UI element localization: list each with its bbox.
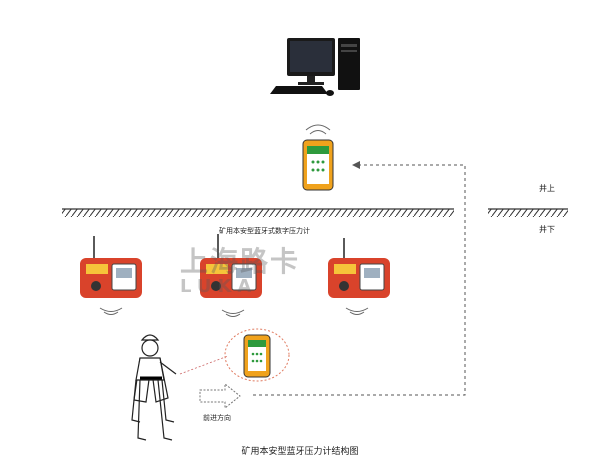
pressure-gauge-icon: [200, 234, 262, 317]
ground-line-left: [62, 208, 454, 217]
watermark-line-2: LUKA: [180, 276, 258, 297]
desktop-computer-icon: [270, 38, 360, 96]
direction-arrow-icon: [199, 382, 241, 410]
diagram-caption: 矿用本安型蓝牙压力计结构图: [241, 447, 359, 457]
arrow-head-up: [352, 161, 360, 169]
label-below-ground: 井下: [539, 225, 555, 234]
ground-line-right: [488, 208, 568, 217]
label-above-ground: 井上: [539, 184, 555, 193]
worker-to-phone-link: [179, 355, 229, 375]
miner-worker-icon: [131, 334, 177, 441]
smartphone-icon: [224, 328, 290, 382]
pressure-gauge-icon: [80, 236, 142, 315]
dashed-signal-path: [250, 164, 466, 396]
label-device-title: 矿用本安型蓝牙式数字压力计: [219, 227, 310, 235]
label-walking-direction: 前进方向: [203, 414, 231, 422]
pressure-gauge-icon: [328, 238, 390, 315]
watermark: 上海路卡 LUKA: [180, 248, 430, 298]
smartphone-icon: [302, 124, 334, 191]
watermark-line-1: 上海路卡: [180, 245, 301, 278]
